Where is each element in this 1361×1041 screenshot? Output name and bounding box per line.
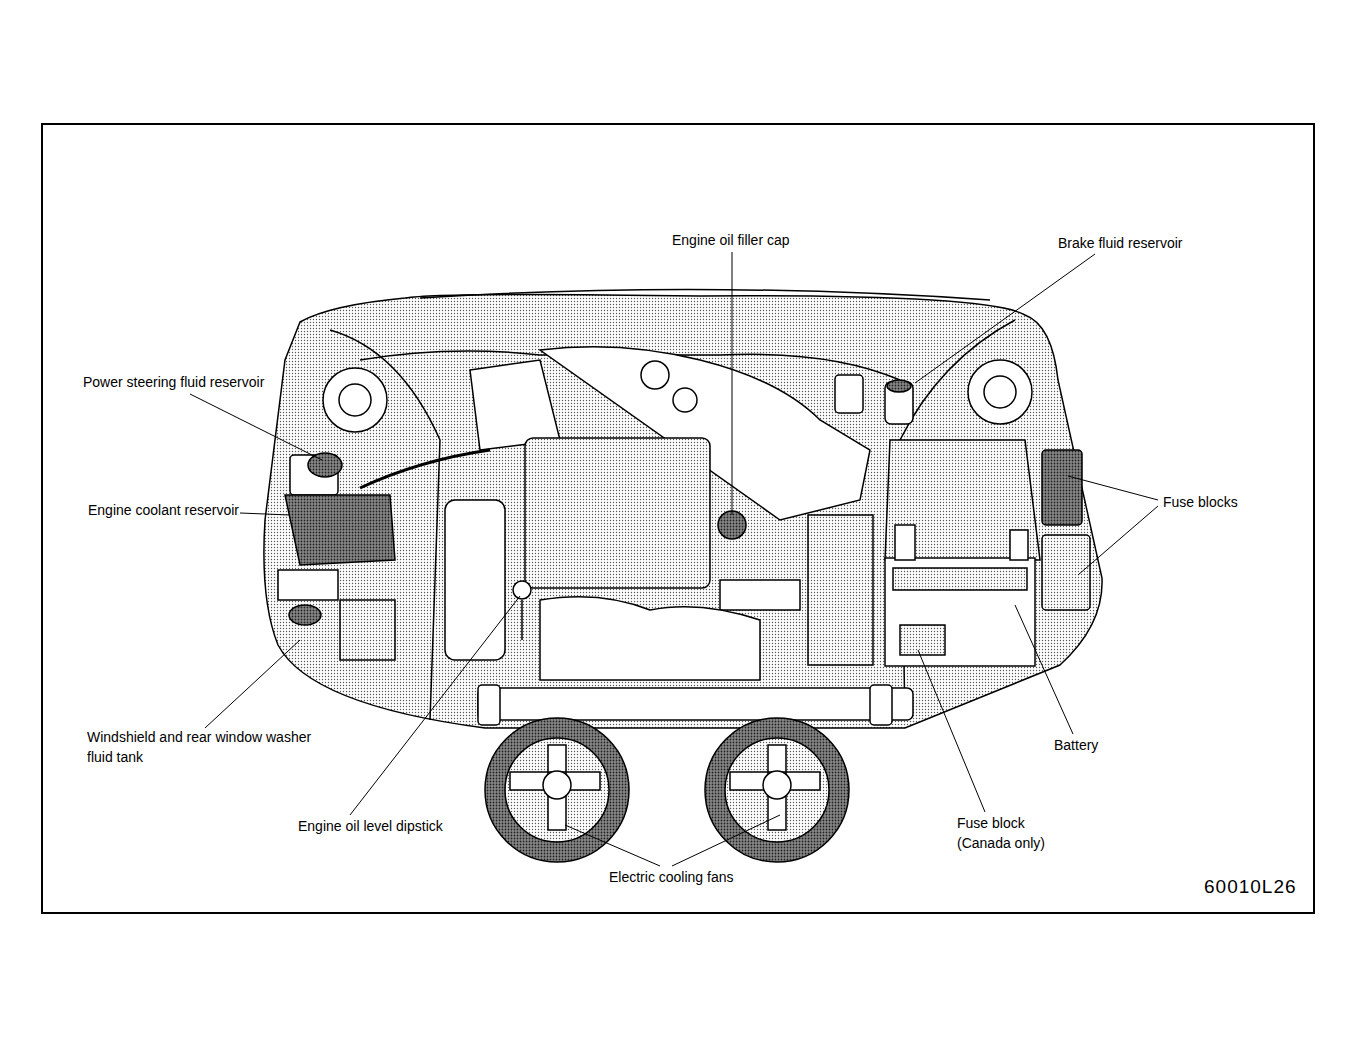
engine-bay	[885, 558, 1035, 666]
engine-bay	[885, 440, 1040, 560]
part-label: Brake fluid reservoir	[1058, 233, 1258, 253]
part-label: Engine coolant reservoir	[88, 500, 288, 520]
engine-bay	[360, 450, 490, 488]
part-label: Power steering fluid reservoir	[83, 372, 323, 392]
leader-line	[190, 394, 322, 460]
engine-bay	[835, 375, 863, 413]
engine-bay	[525, 438, 710, 588]
leader-line	[915, 254, 1095, 383]
frame	[42, 124, 1314, 913]
figure-code: 60010L26	[1204, 877, 1309, 897]
engine-bay	[900, 625, 945, 655]
engine-bay	[720, 580, 800, 610]
part-label: Battery	[1054, 735, 1204, 755]
leader-lines	[190, 252, 1158, 866]
part-label: Electric cooling fans	[609, 867, 829, 887]
leader-line	[205, 640, 300, 728]
engine-bay	[478, 685, 500, 725]
engine-bay	[339, 384, 371, 416]
engine-bay	[340, 600, 395, 660]
engine-bay	[540, 597, 760, 680]
engine-bay	[470, 360, 560, 450]
engine-bay	[1010, 530, 1028, 560]
engine-bay	[968, 360, 1032, 424]
engine-bay	[420, 289, 990, 300]
cooling-fan	[763, 771, 791, 799]
part-label: Fuse blocks	[1163, 492, 1313, 512]
engine-bay	[278, 570, 338, 600]
engine-bay	[1042, 535, 1090, 610]
engine-bay	[513, 581, 531, 599]
engine-bay	[895, 525, 915, 560]
cooling-fan	[485, 718, 629, 862]
engine-bay	[718, 511, 746, 539]
leader-line	[350, 596, 520, 815]
part-label: Engine oil level dipstick	[298, 816, 518, 836]
engine-bay	[323, 368, 387, 432]
engine-bay	[887, 380, 911, 392]
part-label: Windshield and rear window washer fluid …	[87, 727, 329, 767]
engine-bay	[984, 376, 1016, 408]
engine-bay	[521, 600, 523, 640]
leader-line	[732, 252, 733, 515]
engine-bay	[264, 294, 1102, 728]
engine-bay	[870, 685, 892, 725]
engine-bay	[289, 605, 321, 625]
cooling-fan	[505, 738, 609, 842]
engine-bay	[478, 688, 913, 720]
cooling-fan	[725, 738, 829, 842]
engine-bay	[893, 568, 1027, 590]
leader-line	[565, 825, 660, 866]
cooling-fan	[485, 718, 629, 862]
leader-line	[1078, 506, 1158, 575]
engine-bay	[808, 515, 873, 665]
engine-bay	[285, 495, 395, 565]
cooling-fan	[543, 771, 571, 799]
engine-bay	[673, 388, 697, 412]
engine-bay	[641, 361, 669, 389]
leader-line	[240, 513, 290, 515]
part-label: Fuse block (Canada only)	[957, 813, 1059, 853]
engine-bay	[308, 453, 342, 477]
engine-bay	[264, 289, 1102, 862]
leader-line	[1068, 476, 1158, 500]
leader-line	[1015, 605, 1073, 734]
leader-line	[672, 815, 780, 866]
engine-bay	[1042, 450, 1082, 525]
cooling-fan	[510, 745, 600, 830]
part-label: Engine oil filler cap	[672, 230, 872, 250]
leader-line	[918, 650, 985, 812]
engine-bay	[445, 500, 505, 660]
